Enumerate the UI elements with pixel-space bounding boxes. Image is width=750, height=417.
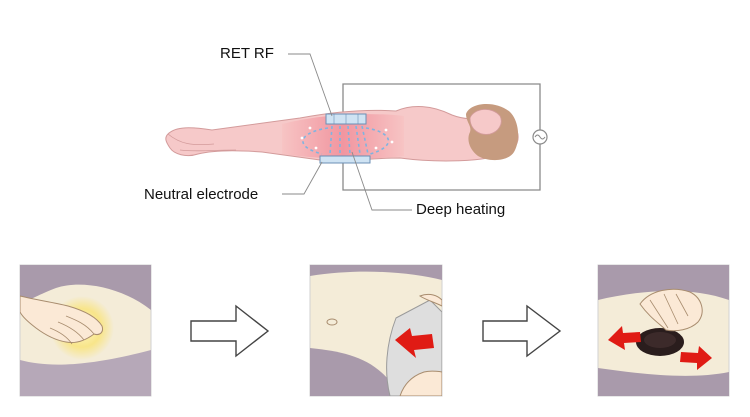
right-arrow-icon [482,304,562,358]
ac-source-icon [532,129,548,145]
navel [326,318,338,326]
leader-neutral [282,161,323,195]
deep-heating-label: Deep heating [416,201,506,218]
current-flow [302,125,390,155]
ret-rf-label: RET RF [220,45,274,62]
heated-zone [282,114,404,159]
red-arrow-left-icon [608,326,641,350]
red-arrow-right-icon [680,346,712,370]
neutral-electrode-label: Neutral electrode [144,186,259,203]
face [469,109,502,135]
neutral-electrode [319,155,371,164]
rf-treatment-illustration [165,53,548,211]
hand [399,370,442,396]
right-arrow-icon [190,304,270,358]
step-2-panel [309,264,443,397]
step-3-panel [597,264,730,397]
red-arrow-icon [395,328,434,358]
leader-ret-rf [288,53,333,117]
leader-deep-heating [351,151,412,211]
current-dots [300,126,394,150]
step-1-panel [19,264,152,397]
cloth [20,265,151,310]
